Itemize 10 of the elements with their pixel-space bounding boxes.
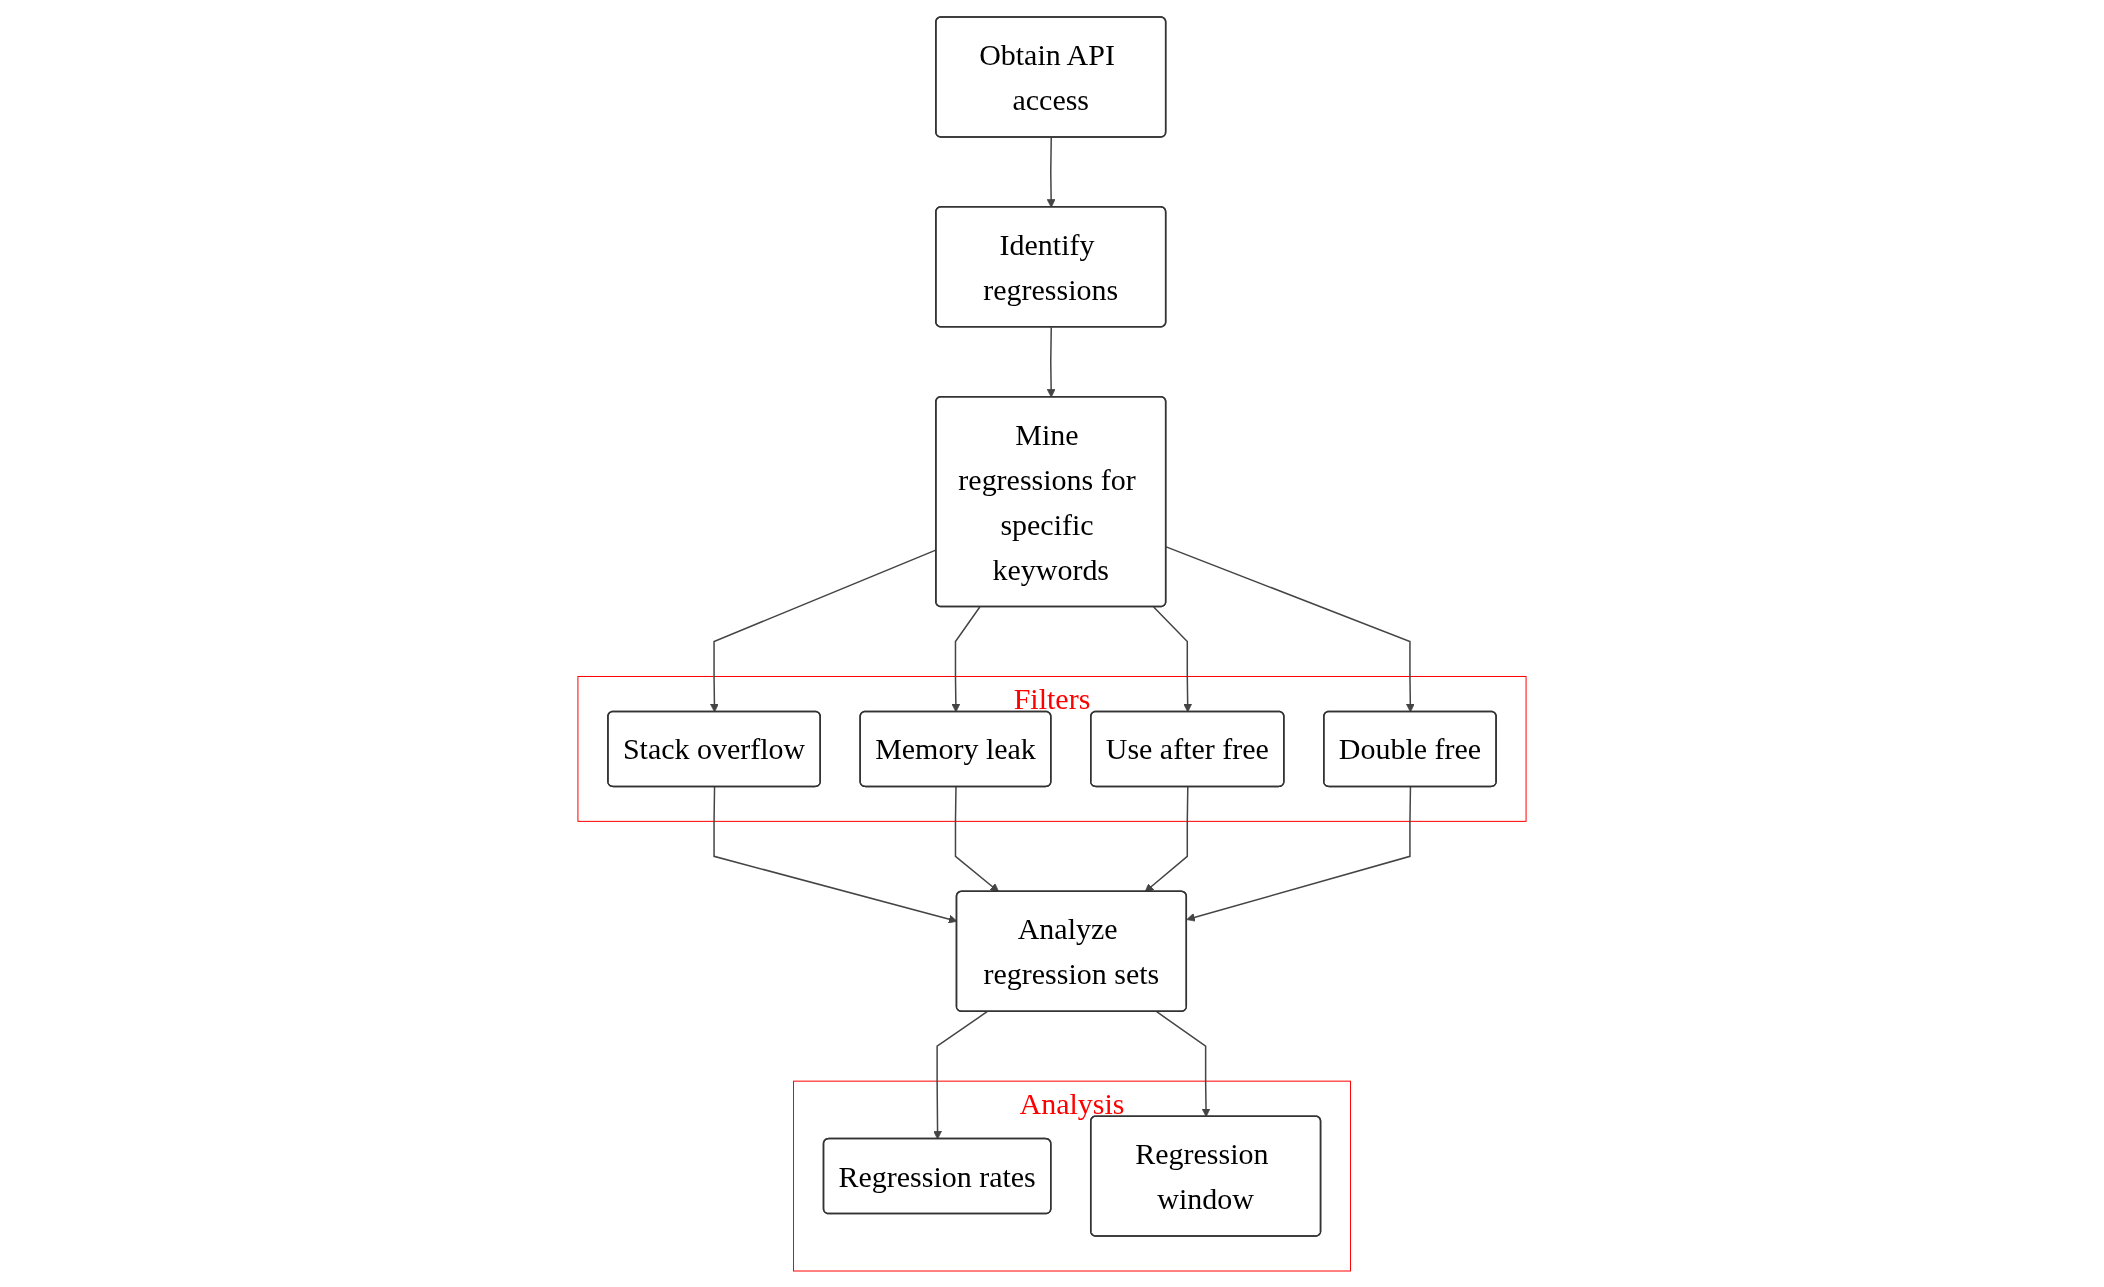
arrow <box>1144 785 1189 892</box>
arrow <box>1165 545 1415 712</box>
arrow <box>1152 605 1193 712</box>
arrow <box>1046 326 1056 398</box>
arrow <box>933 1010 988 1139</box>
arrow <box>954 785 1000 892</box>
arrow <box>951 605 981 712</box>
arrow <box>1046 136 1056 208</box>
arrow <box>1186 785 1412 922</box>
arrow <box>1155 1010 1211 1117</box>
